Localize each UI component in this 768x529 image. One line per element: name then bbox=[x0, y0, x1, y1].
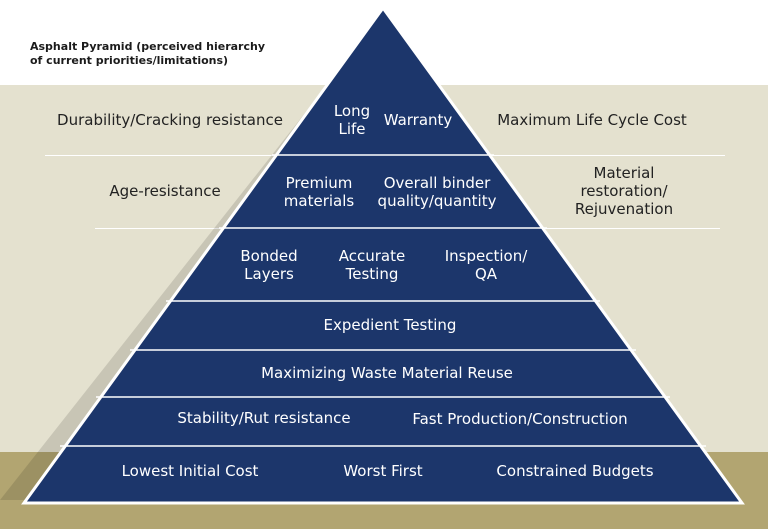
tier3-accurate-testing: Accurate Testing bbox=[338, 247, 406, 283]
tier1-long-life: Long Life bbox=[333, 102, 371, 138]
left-label-age-resistance: Age-resistance bbox=[109, 182, 221, 200]
tier7-worst-first: Worst First bbox=[343, 462, 423, 480]
tier6-fast-production: Fast Production/Construction bbox=[412, 410, 628, 428]
tier4-expedient-testing: Expedient Testing bbox=[323, 316, 457, 334]
pyramid-body bbox=[21, 5, 745, 505]
tier1-warranty: Warranty bbox=[383, 111, 453, 129]
tier7-constrained-budgets: Constrained Budgets bbox=[496, 462, 654, 480]
tier2-premium-materials: Premium materials bbox=[283, 174, 355, 210]
tier6-stability: Stability/Rut resistance bbox=[177, 409, 351, 427]
pyramid-shadow bbox=[0, 14, 383, 500]
tier7-lowest-initial-cost: Lowest Initial Cost bbox=[121, 462, 259, 480]
tier3-inspection-qa: Inspection/ QA bbox=[444, 247, 528, 283]
right-label-material-restoration: Material restoration/ Rejuvenation bbox=[574, 164, 674, 218]
tier5-waste-reuse: Maximizing Waste Material Reuse bbox=[261, 364, 513, 382]
right-label-life-cycle-cost: Maximum Life Cycle Cost bbox=[497, 111, 687, 129]
tier2-overall-binder: Overall binder quality/quantity bbox=[377, 174, 497, 210]
tier3-bonded-layers: Bonded Layers bbox=[240, 247, 298, 283]
diagram-title: Asphalt Pyramid (perceived hierarchy of … bbox=[30, 40, 265, 67]
left-label-durability: Durability/Cracking resistance bbox=[57, 111, 283, 129]
